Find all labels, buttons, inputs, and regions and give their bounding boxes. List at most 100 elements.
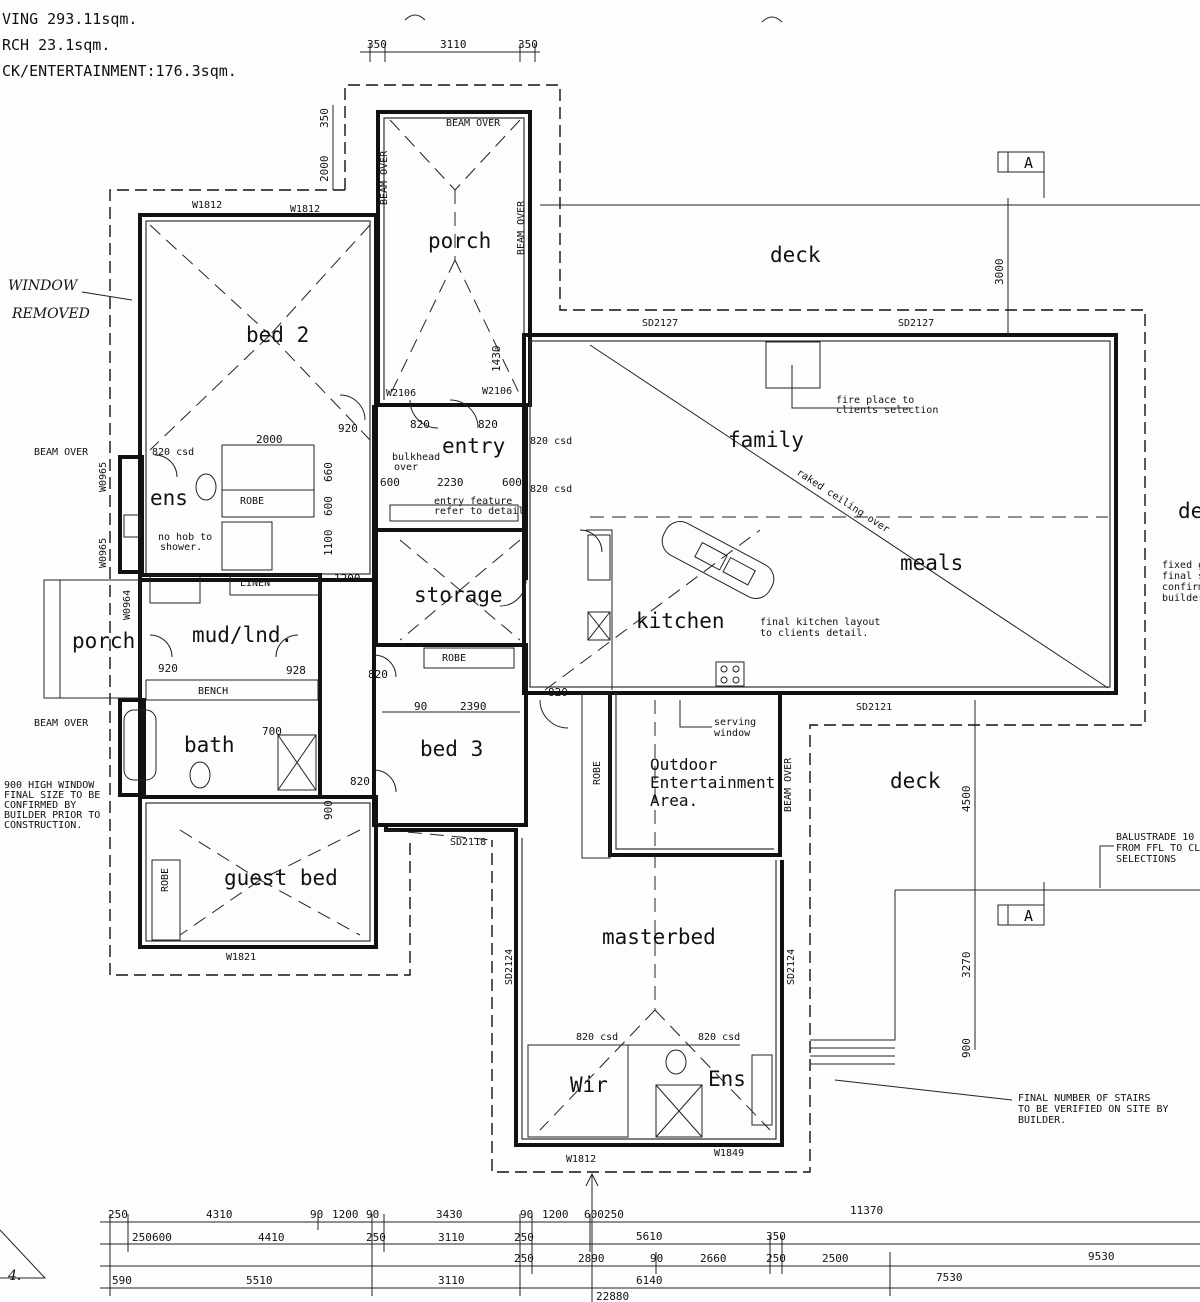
dim-r1-250: 250 bbox=[108, 1208, 128, 1221]
note-entry-feature-1: entry feature bbox=[434, 496, 512, 507]
wall-outdoor-inner bbox=[615, 693, 774, 850]
linen-shelf bbox=[229, 574, 321, 596]
dim-top-350a: 350 bbox=[367, 38, 387, 51]
toilet-bath bbox=[189, 761, 211, 789]
dim-r2-250b: 250 bbox=[366, 1231, 386, 1244]
dim-1200: 1200 bbox=[334, 572, 361, 585]
dim-r1-250b: 250 bbox=[604, 1208, 624, 1221]
wall-master bbox=[384, 825, 784, 1147]
toilet-ens bbox=[195, 473, 217, 501]
note-fireplace-1: fire place to bbox=[836, 395, 914, 406]
area-porch: RCH 23.1sqm. bbox=[2, 36, 110, 54]
label-csd-ens: 820 csd bbox=[152, 447, 194, 458]
wall-guest bbox=[138, 795, 378, 949]
room-master-bed: masterbed bbox=[602, 925, 716, 949]
dim-4500: 4500 bbox=[960, 786, 973, 813]
note-raked-ceiling: raked ceiling over bbox=[794, 467, 891, 535]
outdoor-robe-box bbox=[581, 692, 611, 859]
kitchen-island bbox=[661, 521, 775, 599]
leader-serving bbox=[679, 700, 712, 728]
shower-cross bbox=[655, 1084, 703, 1138]
toilet-master bbox=[665, 1049, 687, 1075]
wall-master-inner bbox=[521, 838, 777, 1140]
tag-w0965-a: W0965 bbox=[98, 462, 109, 492]
note-kitchen-2: to clients detail. bbox=[760, 628, 868, 639]
section-cut-arrow bbox=[585, 1172, 599, 1187]
fireplace bbox=[765, 341, 821, 389]
tag-sd2118: SD2118 bbox=[450, 837, 486, 848]
dim-350-vertical: 350 bbox=[318, 108, 331, 128]
note-beam-over-v3: BEAM OVER bbox=[783, 757, 794, 812]
dim-1430: 1430 bbox=[490, 346, 503, 373]
room-family: family bbox=[728, 428, 804, 452]
label-robe-bed3: ROBE bbox=[442, 653, 466, 664]
note-stairs-1: FINAL NUMBER OF STAIRS bbox=[1018, 1093, 1150, 1104]
punch-hole bbox=[761, 16, 783, 23]
dim-r2-4410: 4410 bbox=[258, 1231, 285, 1244]
room-guest-bed: guest bed bbox=[224, 866, 338, 890]
tag-sd2127-b: SD2127 bbox=[898, 318, 934, 329]
section-marker-top: A bbox=[1024, 154, 1033, 172]
tag-w2106-b: W2106 bbox=[482, 386, 512, 397]
room-porch-side: porch bbox=[72, 629, 135, 653]
note-balustrade-2: FROM FFL TO CL bbox=[1116, 843, 1200, 854]
dim-r1-600: 600 bbox=[584, 1208, 604, 1221]
cooktop bbox=[715, 661, 745, 687]
raked-ceiling-line bbox=[589, 344, 1109, 689]
note-entry-feature-2: refer to detail bbox=[434, 506, 524, 517]
dim-2230: 2230 bbox=[437, 476, 464, 489]
room-deck-top: deck bbox=[770, 243, 821, 267]
note-fireplace-2: clients selection bbox=[836, 405, 938, 416]
note-high-window-3: CONFIRMED BY bbox=[4, 800, 76, 811]
sink-box bbox=[587, 611, 611, 641]
label-csd-hall: 820 csd bbox=[530, 484, 572, 495]
room-deck-mid: deck bbox=[890, 769, 941, 793]
note-balustrade-3: SELECTIONS bbox=[1116, 854, 1176, 865]
dim-r4-590: 590 bbox=[112, 1274, 132, 1287]
burner bbox=[720, 676, 728, 684]
dim-2000: 2000 bbox=[256, 433, 283, 446]
dim-r2-250c: 250 bbox=[514, 1231, 534, 1244]
label-linen: LINEN bbox=[240, 578, 270, 589]
room-outdoor-line1: Outdoor bbox=[650, 755, 718, 774]
stairs-leader bbox=[834, 1079, 1013, 1101]
dim-2390: 2390 bbox=[460, 700, 487, 713]
dim-1100: 1100 bbox=[322, 530, 335, 557]
roof-eave-outline bbox=[344, 84, 1146, 1173]
note-serving-1: serving bbox=[714, 717, 756, 728]
dim-r2-350: 350 bbox=[766, 1230, 786, 1243]
shower-cross bbox=[277, 734, 317, 791]
fridge-space bbox=[587, 534, 611, 581]
room-storage: storage bbox=[414, 583, 503, 607]
dim-r2-3110: 3110 bbox=[438, 1231, 465, 1244]
dim-600a: 600 bbox=[380, 476, 400, 489]
deck-edge-lower bbox=[810, 890, 896, 1041]
note-beam-over-ens: BEAM OVER bbox=[34, 447, 89, 458]
room-bed3: bed 3 bbox=[420, 737, 483, 761]
side-porch-outline bbox=[43, 579, 141, 699]
note-high-window-4: BUILDER PRIOR TO bbox=[4, 810, 100, 821]
dim-r1-90c: 90 bbox=[520, 1208, 533, 1221]
room-outdoor-line2: Entertainment bbox=[650, 773, 775, 792]
top-dimension-chain: 350 3110 350 bbox=[360, 38, 540, 62]
wall-mud-bath bbox=[138, 573, 322, 799]
area-deck: CK/ENTERTAINMENT:176.3sqm. bbox=[2, 62, 237, 80]
entry-feature-box bbox=[389, 504, 519, 522]
tag-w1812-c: W1812 bbox=[566, 1154, 596, 1165]
label-robe-ens: ROBE bbox=[240, 496, 264, 507]
corner-mark-shape bbox=[0, 1229, 47, 1279]
dim-r2-5610: 5610 bbox=[636, 1230, 663, 1243]
room-ens: ens bbox=[150, 486, 188, 510]
dim-r1-90a: 90 bbox=[310, 1208, 323, 1221]
dim-90: 90 bbox=[414, 700, 427, 713]
dim-r4-6140: 6140 bbox=[636, 1274, 663, 1287]
dim-820-b: 820 bbox=[478, 418, 498, 431]
note-stairs-2: TO BE VERIFIED ON SITE BY bbox=[1018, 1104, 1169, 1115]
dim-r3-250: 250 bbox=[514, 1252, 534, 1265]
dim-r3-90: 90 bbox=[650, 1252, 663, 1265]
dim-r1-3430: 3430 bbox=[436, 1208, 463, 1221]
room-deck-right: de bbox=[1178, 499, 1200, 523]
wall-bath-bay bbox=[118, 698, 146, 797]
dim-r1-11370: 11370 bbox=[850, 1204, 883, 1217]
room-kitchen: kitchen bbox=[636, 609, 725, 633]
